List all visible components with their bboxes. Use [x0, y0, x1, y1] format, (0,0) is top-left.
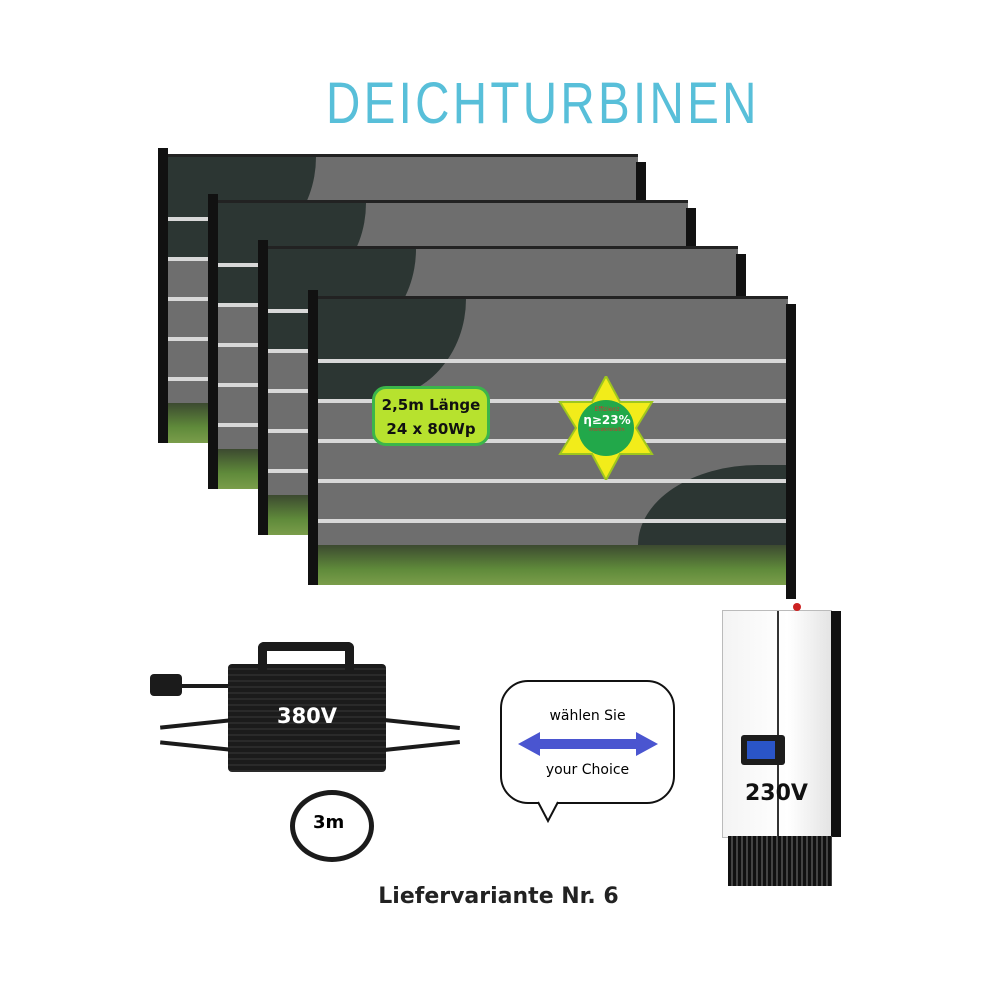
- cable-coil-icon: [290, 790, 374, 862]
- dc-cable: [159, 740, 231, 752]
- caption: Liefervariante Nr. 6: [378, 884, 619, 909]
- efficiency-top: Effizienz: [594, 406, 620, 413]
- choice-line-2: your Choice: [545, 762, 630, 778]
- dc-cable: [159, 718, 231, 730]
- cable-length-label: 3m: [313, 812, 345, 833]
- power-switch-icon: [793, 603, 801, 611]
- efficiency-bottom: monokristallin: [589, 427, 625, 433]
- microinverter: 380V: [228, 642, 386, 772]
- efficiency-star-icon: [558, 376, 654, 480]
- panel-spec-badge: 2,5m Länge 24 x 80Wp: [372, 386, 490, 446]
- inverter-handle: [258, 642, 354, 670]
- dc-cable: [383, 740, 461, 752]
- microinverter-voltage: 380V: [276, 704, 338, 728]
- efficiency-value: η≥23%: [583, 413, 631, 427]
- efficiency-label: Effizienz η≥23% monokristallin: [582, 406, 632, 433]
- choice-speech-bubble: wählen Sie your Choice: [500, 680, 675, 804]
- dc-cable: [383, 718, 461, 730]
- panel-length-label: 2,5m Länge: [381, 396, 481, 414]
- bubble-tail: [537, 801, 559, 823]
- heatsink: [728, 836, 832, 886]
- ac-plug-icon: [150, 674, 182, 696]
- panel-count-label: 24 x 80Wp: [386, 420, 476, 438]
- ac-cable: [180, 684, 230, 688]
- choice-line-1: wählen Sie: [549, 708, 626, 724]
- inverter-seam: [777, 611, 779, 837]
- inverter-mount: [831, 611, 841, 837]
- inverter-display: [741, 735, 785, 765]
- brand-logo: DEICHTURBINEN: [326, 71, 760, 136]
- grid-inverter: 230V: [722, 610, 841, 838]
- grid-inverter-voltage: 230V: [745, 781, 808, 806]
- double-arrow-icon: [518, 732, 658, 756]
